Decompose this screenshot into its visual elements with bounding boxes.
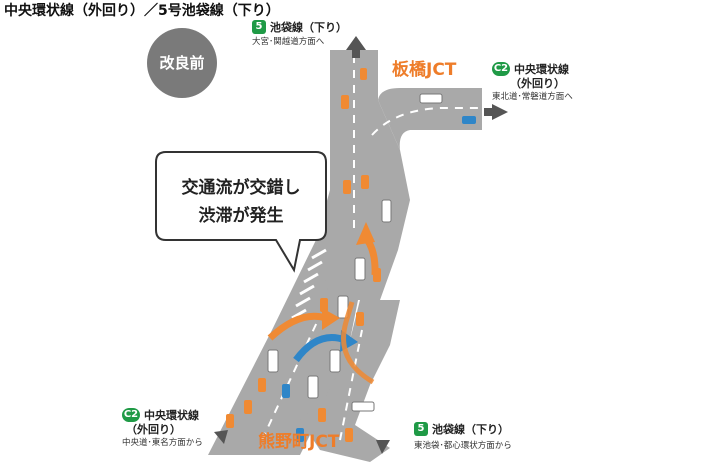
bottom-right-route-name: 池袋線（下り） — [432, 423, 509, 436]
top-route-direction: 大宮･関越道方面へ — [252, 37, 325, 48]
bottom-right-route-direction: 東池袋･都心環状方面から — [414, 441, 512, 452]
direction-arrows — [214, 36, 508, 454]
bottom-left-route-direction: 中央道･東名方面から — [122, 438, 203, 449]
right-route-direction: 東北道･常磐道方面へ — [492, 92, 573, 103]
right-route-sub: （外回り） — [510, 77, 565, 91]
speech-bubble-text: 交通流が交錯し 渋滞が発生 — [166, 174, 316, 230]
road-c2-branch-east — [378, 88, 482, 150]
orange-flow-arrow-left — [267, 312, 328, 341]
label-bottom-right-route: 5 池袋線（下り） 東池袋･都心環状方面から — [414, 418, 512, 451]
gore-crosshatch — [291, 248, 327, 320]
c2-badge-icon-southwest: C2 — [122, 407, 140, 422]
speech-bubble-line1: 交通流が交錯し — [181, 178, 301, 198]
speech-bubble-line2: 渋滞が発生 — [198, 206, 284, 226]
lane-markings — [261, 55, 480, 441]
c2-badge-icon: C2 — [492, 61, 510, 76]
top-route-name: 池袋線（下り） — [270, 21, 347, 34]
bottom-left-route-sub: （外回り） — [126, 423, 181, 437]
label-bottom-left-route: C2 中央環状線 （外回り） 中央道･東名方面から — [122, 404, 203, 449]
vehicles — [226, 68, 476, 442]
bottom-left-route-name: 中央環状線 — [144, 409, 199, 422]
jct-itabashi-label: 板橋JCT — [392, 60, 457, 80]
jct-kumanocho-label: 熊野町JCT — [258, 432, 340, 452]
route5-badge-icon-southeast: 5 — [414, 421, 428, 436]
route5-badge-icon: 5 — [252, 19, 266, 34]
orange-flow-arrow-curve — [341, 301, 375, 385]
label-top-route: 5 池袋線（下り） 大宮･関越道方面へ — [252, 16, 347, 47]
right-route-name: 中央環状線 — [514, 63, 569, 76]
before-improvement-badge: 改良前 — [147, 28, 217, 98]
orange-flow-arrowhead-left — [322, 308, 340, 330]
diagram-title: 中央環状線（外回り）／5号池袋線（下り） — [4, 3, 280, 19]
orange-flow-arrowhead-up — [356, 222, 375, 245]
speech-bubble — [155, 151, 327, 273]
blue-flow-arrow — [293, 334, 347, 363]
label-right-route: C2 中央環状線 （外回り） 東北道･常磐道方面へ — [492, 58, 573, 103]
